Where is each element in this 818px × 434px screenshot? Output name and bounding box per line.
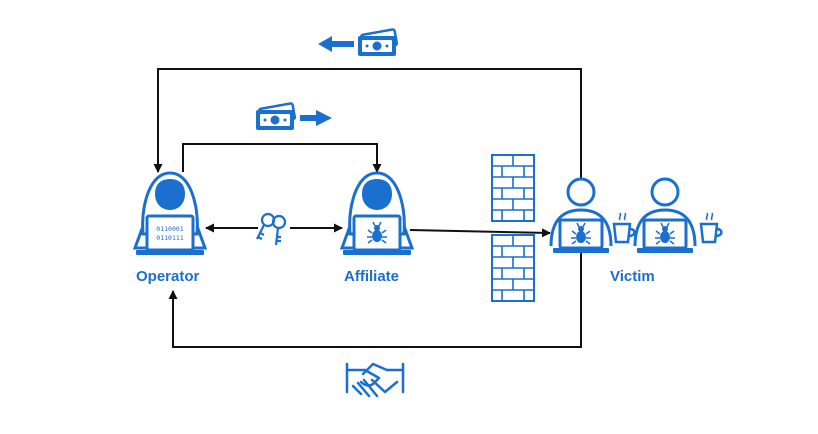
- coffee-cup-icon: [699, 211, 723, 244]
- money-bill-with-right-arrow-icon: [254, 101, 332, 132]
- victim-figure-1: [549, 177, 636, 255]
- hooded-hacker-icon: [133, 171, 207, 257]
- affiliate-to-victim-line: [409, 228, 551, 238]
- brick-wall-icon: [491, 234, 535, 302]
- victim-operator-agreement-line: [168, 252, 582, 348]
- hooded-hacker-icon: [340, 171, 414, 257]
- payment-to-operator-line: [153, 68, 582, 178]
- operator-to-affiliate-line: [182, 143, 382, 173]
- operator-figure: 0110001 0110111: [133, 171, 207, 257]
- connectors: [153, 68, 582, 348]
- operator-label: Operator: [136, 268, 200, 285]
- operator-screen-line-2: 0110111: [156, 234, 183, 242]
- victim-figure-2: [633, 177, 723, 255]
- victim-label: Victim: [610, 268, 655, 285]
- affiliate-label: Affiliate: [344, 268, 400, 285]
- money-bill-with-left-arrow-icon: [318, 27, 399, 58]
- operator-screen-line-1: 0110001: [156, 225, 183, 233]
- coffee-cup-icon: [612, 211, 636, 244]
- affiliate-figure: [340, 171, 414, 257]
- handshake-icon: [345, 362, 405, 398]
- brick-wall-icon: [491, 154, 535, 222]
- keys-icon: [256, 212, 287, 246]
